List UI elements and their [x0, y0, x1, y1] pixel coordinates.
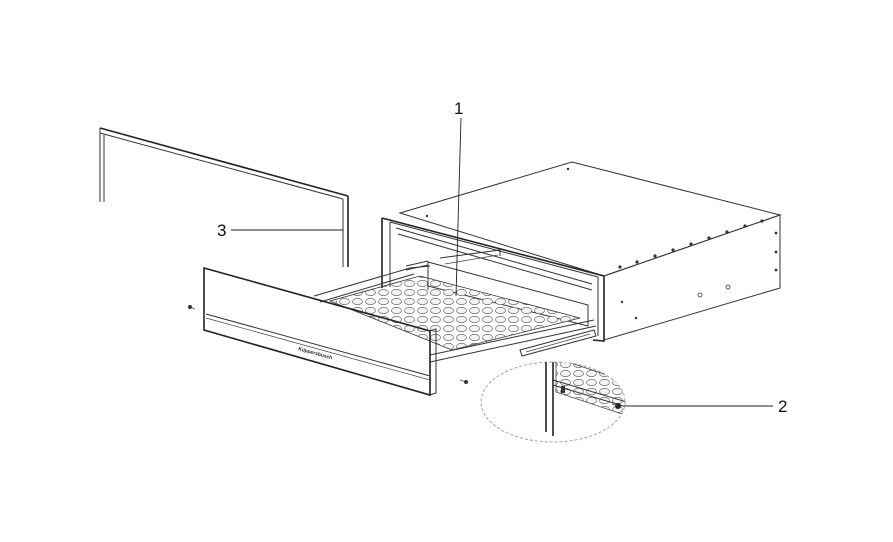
magnified-detail-view	[480, 361, 626, 443]
callout-number-1: 1	[454, 99, 463, 118]
screw-icon	[459, 379, 468, 384]
housing-cabinet	[381, 161, 782, 342]
callout-number-2: 2	[778, 397, 787, 416]
fixing-screws	[188, 305, 468, 384]
leader-line-1	[455, 117, 462, 297]
leader-lines	[231, 117, 773, 407]
drawer-tray-part	[313, 249, 597, 363]
screw-icon	[611, 403, 621, 409]
trim-frame-part	[99, 127, 349, 267]
callout-number-3: 3	[217, 221, 226, 240]
screw-icon	[188, 305, 196, 310]
